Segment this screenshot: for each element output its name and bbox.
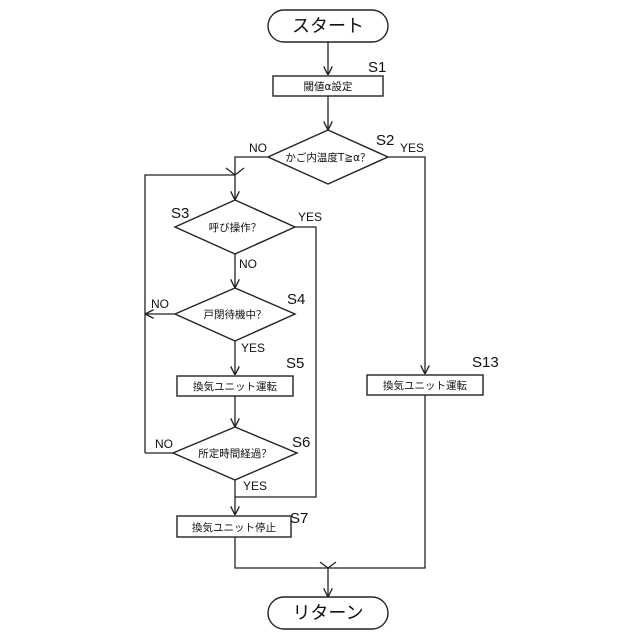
- process-s7: 換気ユニット停止 S7: [177, 510, 308, 537]
- decision-s4-label: 戸閉待機中？: [204, 308, 267, 321]
- process-s1: 閾値α設定 S1: [273, 59, 386, 96]
- step-label-s4: S4: [287, 291, 305, 308]
- end-terminal: リターン: [268, 597, 388, 629]
- loop-return-arrow-a: [226, 168, 235, 175]
- step-label-s13: S13: [472, 354, 499, 371]
- step-label-s5: S5: [286, 355, 304, 372]
- branch-s4-yes: YES: [241, 341, 265, 355]
- step-label-s2: S2: [376, 132, 394, 149]
- branch-s2-yes: YES: [400, 141, 424, 155]
- decision-s6-label: 所定時間経過？: [198, 447, 272, 460]
- branch-s2-no: NO: [249, 141, 267, 155]
- process-s5-label: 換気ユニット運転: [193, 380, 277, 393]
- decision-s4: 戸閉待機中？ S4 NO YES: [151, 288, 305, 355]
- decision-s6: 所定時間経過？ S6 NO YES: [155, 427, 310, 493]
- arrow-s7-merge: [235, 537, 328, 568]
- start-terminal: スタート: [268, 10, 388, 42]
- decision-s3: 呼び操作？ S3 YES NO: [171, 200, 322, 271]
- loop-return-arrow-b: [235, 168, 244, 175]
- arrow-s2-yes: [388, 157, 425, 374]
- merge-arrow-a: [320, 562, 328, 568]
- branch-s3-no: NO: [239, 257, 257, 271]
- start-label: スタート: [292, 16, 364, 37]
- process-s5: 換気ユニット運転 S5: [177, 355, 304, 396]
- step-label-s7: S7: [290, 510, 308, 527]
- branch-s4-no: NO: [151, 297, 169, 311]
- arrow-s2-no: [235, 157, 268, 200]
- step-label-s6: S6: [292, 434, 310, 451]
- process-s13-label: 換気ユニット運転: [383, 379, 467, 392]
- branch-s6-no: NO: [155, 437, 173, 451]
- process-s13: 換気ユニット運転 S13: [367, 354, 499, 395]
- branch-s6-yes: YES: [243, 479, 267, 493]
- arrow-s13-merge: [328, 395, 425, 568]
- decision-s2-label: かご内温度T≧α？: [285, 151, 370, 164]
- end-label: リターン: [292, 603, 363, 624]
- branch-s3-yes: YES: [298, 210, 322, 224]
- process-s1-label: 閾値α設定: [304, 80, 353, 93]
- process-s7-label: 換気ユニット停止: [192, 521, 276, 534]
- step-label-s3: S3: [171, 205, 189, 222]
- step-label-s1: S1: [368, 59, 386, 76]
- merge-arrow-b: [328, 562, 336, 568]
- decision-s3-label: 呼び操作？: [209, 221, 262, 234]
